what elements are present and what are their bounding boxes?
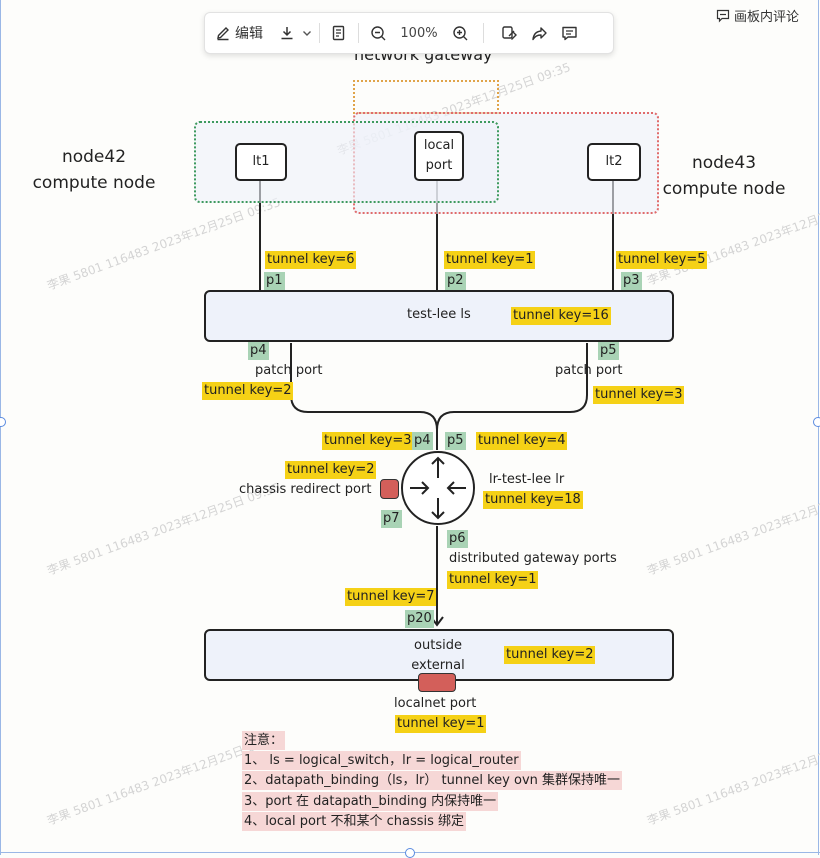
download-button[interactable] <box>279 13 313 53</box>
document-outline-icon <box>332 25 345 41</box>
outline-button[interactable] <box>326 13 352 53</box>
port-p5: p5 <box>598 342 619 360</box>
logical-router-name: lr-test-lee lr <box>489 472 565 487</box>
comment-button[interactable] <box>554 13 584 53</box>
port-p7: p7 <box>381 510 402 528</box>
patch-port-right-label: patch port <box>555 363 623 378</box>
edit-label: 编辑 <box>235 26 263 42</box>
board-comment-label: 画板内评论 <box>734 10 800 25</box>
chassis-redirect-port[interactable] <box>380 479 399 499</box>
router-port-p5: p5 <box>445 432 466 450</box>
port-p1: p1 <box>264 272 285 290</box>
patch-port-left-label: patch port <box>255 363 323 378</box>
share-icon <box>531 26 547 40</box>
local-port-box[interactable]: local port <box>414 131 464 181</box>
note-line-3: 3、port 在 datapath_binding 内保持唯一 <box>242 792 499 811</box>
zoom-level[interactable]: 100% <box>400 25 438 41</box>
localnet-port-label: localnet port <box>394 696 477 711</box>
tunnel-key-p20: tunnel key=7 <box>345 588 437 606</box>
board-frame-right <box>818 0 819 855</box>
comment-icon <box>561 26 577 40</box>
tunnel-key-patch-left: tunnel key=2 <box>202 382 294 400</box>
floating-toolbar: 编辑 100% <box>204 12 614 54</box>
port-p3: p3 <box>621 272 642 290</box>
share-button[interactable] <box>524 13 554 53</box>
logical-switch-name: test-lee ls <box>407 307 471 322</box>
node43-label: node43 compute node <box>662 153 786 199</box>
toolbar-divider <box>319 23 320 43</box>
edit-button[interactable]: 编辑 <box>215 13 263 53</box>
tunnel-key-router-p5: tunnel key=4 <box>476 432 568 450</box>
link-icon <box>501 25 517 40</box>
resize-handle-right[interactable] <box>813 417 820 427</box>
note-line-4: 4、local port 不和某个 chassis 绑定 <box>242 812 467 831</box>
tunnel-key-p3: tunnel key=5 <box>616 251 708 269</box>
logical-router-tunnel-key: tunnel key=18 <box>483 491 583 509</box>
note-line-1: 1、 ls = logical_switch，lr = logical_rout… <box>242 751 521 770</box>
tunnel-key-patch-right: tunnel key=3 <box>593 386 685 404</box>
zoom-out-icon <box>370 25 385 40</box>
port-p2: p2 <box>445 272 466 290</box>
copy-link-button[interactable] <box>494 13 524 53</box>
gateway-region <box>353 80 499 114</box>
tunnel-key-p2: tunnel key=1 <box>444 251 536 269</box>
router-port-p4: p4 <box>412 432 433 450</box>
port-p4: p4 <box>248 342 269 360</box>
toolbar-divider <box>358 23 359 43</box>
note-title: 注意： <box>242 731 286 750</box>
external-switch-tunnel-key: tunnel key=2 <box>504 646 596 664</box>
localnet-port[interactable] <box>418 673 456 692</box>
tunnel-key-router-p4: tunnel key=3 <box>322 432 414 450</box>
download-icon <box>281 27 293 40</box>
distributed-gateway-label: distributed gateway ports <box>449 551 617 566</box>
resize-handle-left[interactable] <box>0 417 6 427</box>
chassis-redirect-label: chassis redirect port <box>239 482 372 497</box>
tunnel-key-localnet: tunnel key=1 <box>395 715 487 733</box>
note-line-2: 2、datapath_binding（ls，lr） tunnel key ovn… <box>242 771 623 790</box>
pencil-icon <box>217 27 229 41</box>
port-p20: p20 <box>405 610 434 628</box>
board-comment-button[interactable]: 画板内评论 <box>716 6 799 25</box>
zoom-in-button[interactable] <box>447 13 473 53</box>
toolbar-divider <box>483 23 484 43</box>
comment-icon <box>716 9 730 22</box>
tunnel-key-p1: tunnel key=6 <box>265 251 357 269</box>
router-icon[interactable] <box>400 450 476 526</box>
board-frame-left <box>0 0 1 855</box>
lt1-port-box[interactable]: lt1 <box>235 143 287 181</box>
port-p6: p6 <box>447 530 468 548</box>
tunnel-key-chassis: tunnel key=2 <box>285 461 377 479</box>
zoom-in-icon <box>452 25 467 40</box>
zoom-out-button[interactable] <box>365 13 391 53</box>
lt2-port-box[interactable]: lt2 <box>587 143 641 181</box>
chevron-down-icon <box>303 31 311 36</box>
tunnel-key-p6: tunnel key=1 <box>447 571 539 589</box>
logical-switch-tunnel-key: tunnel key=16 <box>511 307 611 325</box>
node42-label: node42 compute node <box>32 147 156 193</box>
